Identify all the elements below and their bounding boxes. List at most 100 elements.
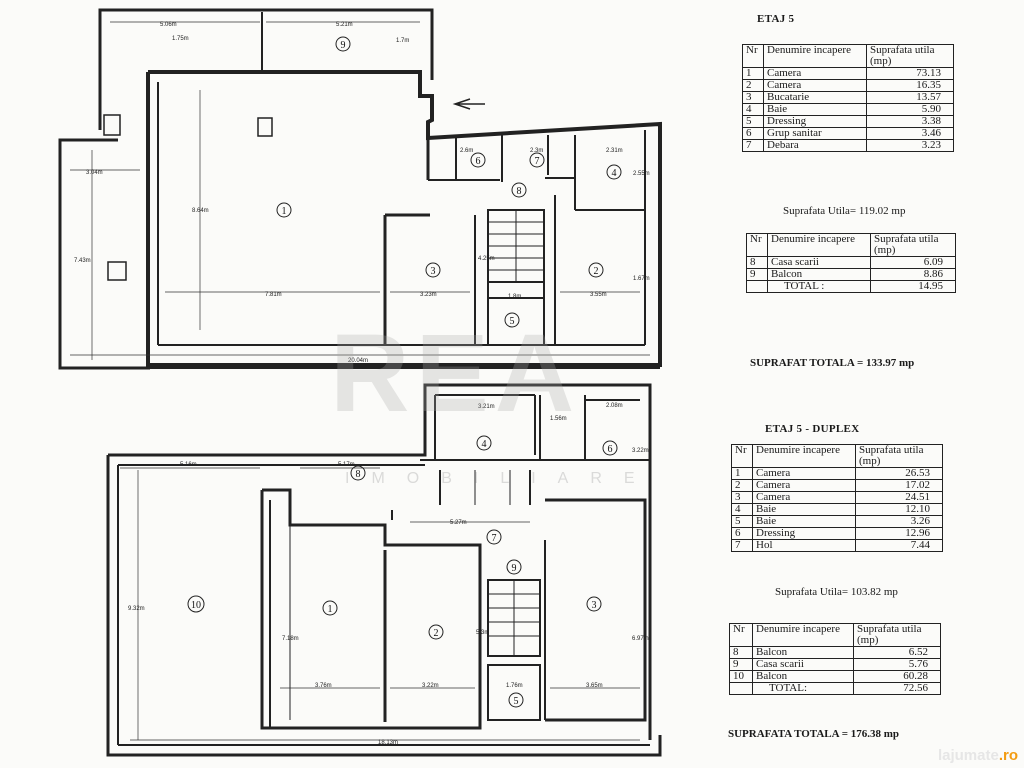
room-label: 6 (476, 156, 481, 167)
dim-text: 1.75m (172, 36, 189, 42)
dim-text: 2.08m (606, 403, 623, 409)
cell-area: 3.26 (855, 515, 943, 528)
dim-text: 5.27m (450, 520, 467, 526)
dim-text: 1.56m (550, 416, 567, 422)
room-label: 2 (594, 266, 599, 277)
dim-text: 1.67m (633, 276, 650, 282)
cell-name: Debara (763, 139, 867, 152)
cell-nr: 1 (742, 67, 764, 80)
cell-area: 6.09 (870, 256, 956, 269)
room-label: 3 (431, 266, 436, 277)
cell-area: 5.76 (853, 658, 941, 671)
cell-nr: 1 (731, 467, 753, 480)
room-label: 10 (191, 600, 201, 611)
dim-text: 4.25m (478, 256, 495, 262)
plan-duplex (106, 383, 662, 757)
dim-text: 1.76m (506, 683, 523, 689)
etaj5-extra-table: Nr Denumire incapere Suprafata utila (mp… (746, 233, 956, 293)
room-label: 9 (512, 563, 517, 574)
cell-nr: 5 (742, 115, 764, 128)
room-label: 5 (514, 696, 519, 707)
dim-text: 20.04m (348, 358, 368, 364)
cell-total-label: TOTAL: (752, 682, 854, 695)
dim-text: 3.76m (315, 683, 332, 689)
cell-area: 73.13 (866, 67, 954, 80)
cell-name: Bucatarie (763, 91, 867, 104)
cell-nr: 10 (729, 670, 753, 683)
etaj5-title: ETAJ 5 (757, 13, 795, 25)
col-name: Denumire incapere (752, 623, 854, 647)
cell-area: 12.96 (855, 527, 943, 540)
dim-text: 9.32m (128, 606, 145, 612)
room-label: 1 (282, 206, 287, 217)
col-area: Suprafata utila (mp) (870, 233, 956, 257)
cell-area: 3.46 (866, 127, 954, 140)
cell-name: Camera (763, 67, 867, 80)
cell-area: 5.90 (866, 103, 954, 116)
col-nr: Nr (742, 44, 764, 68)
dim-text: 6.97m (632, 636, 649, 642)
room-label: 7 (492, 533, 497, 544)
dim-text: 2.6m (460, 148, 473, 154)
cell-area: 3.23 (866, 139, 954, 152)
cell-area: 3.38 (866, 115, 954, 128)
etaj5-grand-total: SUPRAFAT TOTALA = 133.97 mp (750, 357, 915, 369)
brand-logo: lajumate.ro (938, 747, 1018, 764)
dim-text: 2.3m (530, 148, 543, 154)
room-label: 9 (341, 40, 346, 51)
room-label: 3 (592, 600, 597, 611)
room-label: 8 (356, 469, 361, 480)
cell-name: Baie (763, 103, 867, 116)
plan-etaj5 (58, 8, 662, 370)
dim-text: 7.43m (74, 258, 91, 264)
cell-nr: 5 (731, 515, 753, 528)
col-area: Suprafata utila (mp) (855, 444, 943, 468)
cell-total-value: 72.56 (853, 682, 941, 695)
room-label: 7 (535, 156, 540, 167)
cell-area: 12.10 (855, 503, 943, 516)
duplex-extra-table: Nr Denumire incapere Suprafata utila (mp… (729, 623, 941, 695)
col-nr: Nr (731, 444, 753, 468)
cell-nr: 3 (742, 91, 764, 104)
cell-name: Dressing (763, 115, 867, 128)
room-label: 1 (328, 604, 333, 615)
cell-nr: 9 (729, 658, 753, 671)
dim-text: 3.23m (420, 292, 437, 298)
etaj5-useful-total: Suprafata Utila= 119.02 mp (783, 205, 906, 217)
duplex-grand-total: SUPRAFATA TOTALA = 176.38 mp (728, 728, 899, 740)
col-name: Denumire incapere (767, 233, 871, 257)
table-total-row: TOTAL :14.95 (746, 280, 956, 293)
cell-nr: 7 (731, 539, 753, 552)
dim-text: 3.65m (586, 683, 603, 689)
dim-text: 5.06m (160, 22, 177, 28)
cell-area: 6.52 (853, 646, 941, 659)
cell-nr: 6 (742, 127, 764, 140)
cell-nr: 6 (731, 527, 753, 540)
dim-text: 5.16m (180, 462, 197, 468)
cell-area: 60.28 (853, 670, 941, 683)
dim-text: 7.18m (282, 636, 299, 642)
cell-area: 17.02 (855, 479, 943, 492)
dim-text: 2.31m (606, 148, 623, 154)
cell-total-value: 14.95 (870, 280, 956, 293)
dim-text: 8.64m (192, 208, 209, 214)
cell-name: Baie (752, 515, 856, 528)
cell-name: Hol (752, 539, 856, 552)
brand-name: lajumate (937, 747, 999, 764)
cell-name: Grup sanitar (763, 127, 867, 140)
cell-name: Baie (752, 503, 856, 516)
cell-name: Dressing (752, 527, 856, 540)
